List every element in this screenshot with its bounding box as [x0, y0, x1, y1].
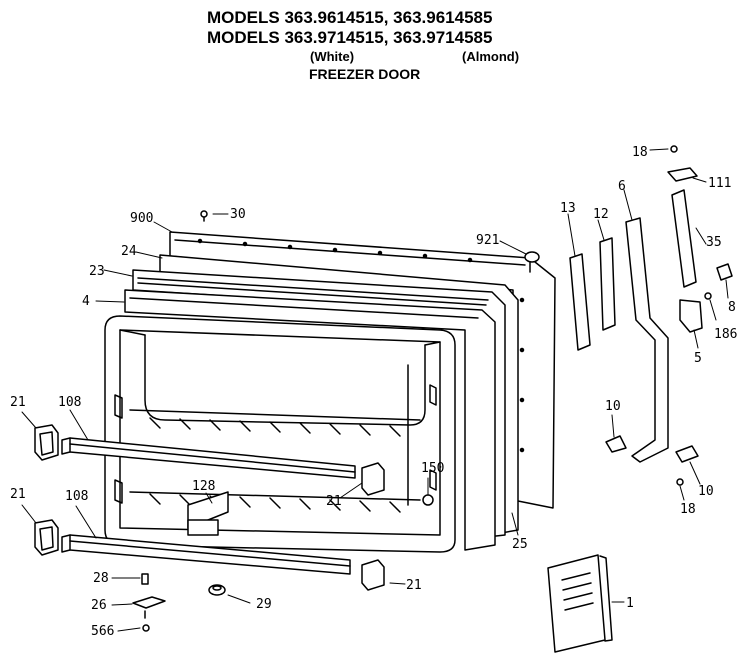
shelf-end-cap-mid — [361, 462, 385, 496]
color-almond-label: (Almond) — [462, 49, 520, 64]
screw-566 — [142, 624, 150, 632]
plug-921 — [524, 251, 540, 263]
hinge-pin-28 — [141, 573, 149, 585]
callout-150: 150 — [421, 461, 444, 476]
cap-10-right — [675, 445, 699, 463]
models-title-line-2: MODELS 363.9714515, 363.9714585 — [207, 28, 493, 47]
callout-111: 111 — [708, 176, 731, 191]
shelf-end-cap-bottom-left — [34, 519, 59, 556]
screw-18-bottom — [676, 478, 684, 486]
bushing-29 — [208, 584, 226, 596]
callout-labels: 900 30 24 23 4 921 13 12 6 18 111 35 8 1… — [10, 145, 737, 639]
callout-21-bottom-left: 21 — [10, 487, 26, 502]
door-shelf-lower — [61, 534, 351, 575]
spacer-128 — [187, 491, 229, 536]
callout-10-right: 10 — [698, 484, 714, 499]
door-shelf-upper — [61, 437, 356, 479]
door-gasket-frames — [124, 254, 519, 551]
callout-21-top-left: 21 — [10, 395, 26, 410]
handle-mount-12 — [599, 237, 616, 331]
shelf-end-cap-top-left — [34, 424, 59, 461]
callout-29: 29 — [256, 597, 272, 612]
callout-6: 6 — [618, 179, 626, 194]
callout-24: 24 — [121, 244, 137, 259]
callout-921: 921 — [476, 233, 499, 248]
callout-18-top: 18 — [632, 145, 648, 160]
trim-35 — [671, 189, 697, 288]
callout-21-bottom: 21 — [406, 578, 422, 593]
callout-28: 28 — [93, 571, 109, 586]
screw-30 — [200, 210, 208, 222]
callout-108-bottom: 108 — [65, 489, 88, 504]
plug-150 — [422, 494, 434, 506]
callout-26: 26 — [91, 598, 107, 613]
callout-10-left: 10 — [605, 399, 621, 414]
callout-1: 1 — [626, 596, 634, 611]
callout-12: 12 — [593, 207, 609, 222]
cap-10-left — [605, 435, 627, 453]
callout-8: 8 — [728, 300, 736, 315]
inner-door-liner — [104, 315, 456, 553]
callout-25: 25 — [512, 537, 528, 552]
callout-5: 5 — [694, 351, 702, 366]
cap-111 — [667, 167, 698, 182]
handle-6 — [625, 217, 669, 463]
callout-900: 900 — [130, 211, 153, 226]
callout-35: 35 — [706, 235, 722, 250]
leader-lines — [21, 148, 729, 632]
owners-manual-1 — [547, 554, 613, 653]
callout-566: 566 — [91, 624, 114, 639]
callout-21-mid: 21 — [326, 494, 342, 509]
callout-128: 128 — [192, 479, 215, 494]
shelf-end-cap-bottom — [361, 559, 385, 591]
callout-18-bottom: 18 — [680, 502, 696, 517]
screw-18-top — [670, 145, 678, 153]
callout-23: 23 — [89, 264, 105, 279]
callout-186: 186 — [714, 327, 737, 342]
callout-4: 4 — [82, 294, 90, 309]
handle-mount-13 — [569, 253, 591, 351]
bracket-5 — [679, 299, 703, 333]
callout-13: 13 — [560, 201, 576, 216]
screw-186 — [704, 292, 712, 300]
color-white-label: (White) — [310, 49, 355, 64]
freezer-door-subtitle: FREEZER DOOR — [309, 66, 421, 82]
callout-30: 30 — [230, 207, 246, 222]
callout-108-top: 108 — [58, 395, 81, 410]
models-title-line-1: MODELS 363.9614515, 363.9614585 — [207, 8, 493, 27]
hinge-plate-26 — [132, 596, 166, 619]
pad-8 — [716, 263, 733, 281]
